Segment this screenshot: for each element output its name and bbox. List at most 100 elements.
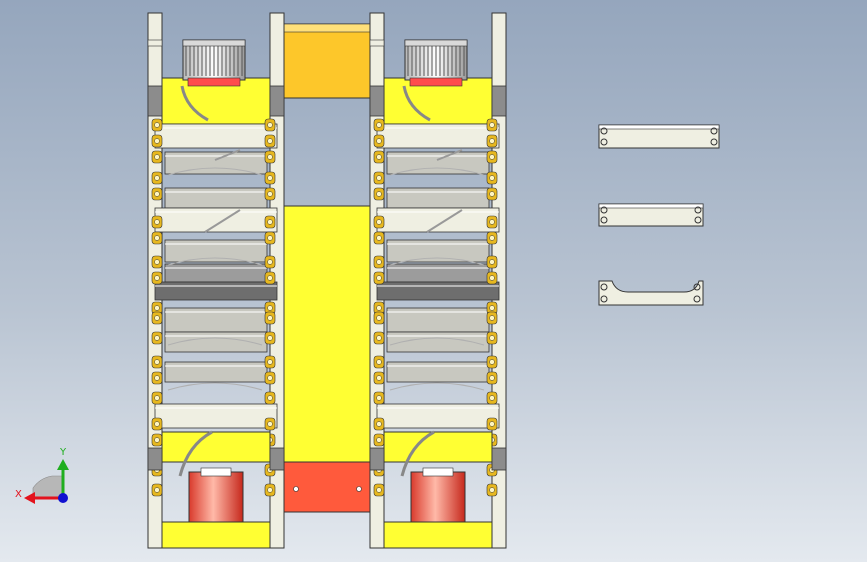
bushing-hole [489,315,495,321]
diagonal-link [204,209,241,233]
bushing-hole [154,437,160,443]
bushing-hole [489,335,495,341]
link-part-short[interactable] [598,203,704,227]
bushing-hole [267,235,273,241]
center-yellow-plate[interactable] [283,205,371,463]
hidden-gear-edge [167,257,263,266]
chain-plate [386,187,490,209]
base-yellow-plate [383,521,493,549]
bushing-hole [267,335,273,341]
bushing-hole [154,138,160,144]
triad-z-axis [58,493,68,503]
link-part-curved[interactable] [598,280,704,306]
diagonal-link [436,149,463,161]
bushing-hole [376,487,382,493]
top-connector-plate-top-face [283,23,371,33]
drive-module-left[interactable] [147,12,285,549]
bushing-hole [376,154,382,160]
bushing-hole [489,275,495,281]
bushing-hole [154,235,160,241]
side-bracket [491,85,507,117]
bushing-hole [489,175,495,181]
chain-plate [164,361,268,383]
bushing-hole [376,259,382,265]
bushing-hole [154,259,160,265]
bushing-hole [376,359,382,365]
bushing-hole [267,138,273,144]
bushing-hole [154,395,160,401]
bushing-hole [376,191,382,197]
triad-y-label: Y [59,447,67,458]
chain-plate [154,281,278,301]
chain-plate [164,151,268,175]
motor-body [188,471,244,523]
hidden-gear-edge [167,382,263,391]
hidden-gear-edge [389,167,485,176]
chain-plate [386,361,490,383]
bushing-hole [489,138,495,144]
bushing-hole [154,191,160,197]
bushing-hole [489,487,495,493]
post-mark [369,39,385,47]
pulley-rim [182,39,246,47]
bushing-hole [267,219,273,225]
motor-cap [200,467,232,477]
side-bracket [369,85,385,117]
bushing-hole [154,315,160,321]
bushing-hole [267,395,273,401]
chain-plate [164,263,268,283]
pulley-hub [187,77,241,87]
bushing-hole [154,421,160,427]
bushing-hole [267,305,273,311]
bushing-hole [267,275,273,281]
bushing-hole [376,395,382,401]
bushing-hole [376,421,382,427]
bushing-hole [489,219,495,225]
side-bracket [269,85,285,117]
bushing-hole [489,395,495,401]
side-bracket [147,85,163,117]
motor-cap [422,467,454,477]
diagonal-link [214,149,241,161]
drive-module-right[interactable] [369,12,507,549]
bushing-hole [489,375,495,381]
bushing-hole [267,259,273,265]
triad-x-label: X [15,489,22,500]
bushing-hole [376,335,382,341]
bushing-hole [267,315,273,321]
bushing-hole [154,219,160,225]
side-bracket [491,447,507,471]
bottom-red-plate[interactable] [283,461,371,513]
bushing-hole [376,175,382,181]
triad-x-arrowhead [24,492,35,504]
chain-plate [376,281,500,301]
side-bracket [369,447,385,471]
bushing-hole [489,421,495,427]
top-connector-plate[interactable] [283,23,371,99]
hidden-gear-edge [389,382,485,391]
bushing-hole [489,235,495,241]
bushing-hole [489,191,495,197]
hidden-gear-edge [389,337,485,346]
bushing-hole [489,259,495,265]
bushing-hole [376,437,382,443]
bushing-hole [154,122,160,128]
bushing-hole [154,335,160,341]
bushing-hole [154,275,160,281]
bushing-hole [267,421,273,427]
hidden-gear-edge [389,257,485,266]
bushing-hole [267,175,273,181]
bushing-hole [267,359,273,365]
bushing-hole [267,191,273,197]
cable [402,85,431,122]
cable [400,430,435,477]
chain-plate [386,263,490,283]
bushing-hole [489,154,495,160]
link-part-straight[interactable] [598,124,720,149]
bushing-hole [376,375,382,381]
bushing-hole [376,138,382,144]
view-orientation-triad-icon[interactable]: Y X [15,447,69,504]
diagonal-link [426,209,463,233]
